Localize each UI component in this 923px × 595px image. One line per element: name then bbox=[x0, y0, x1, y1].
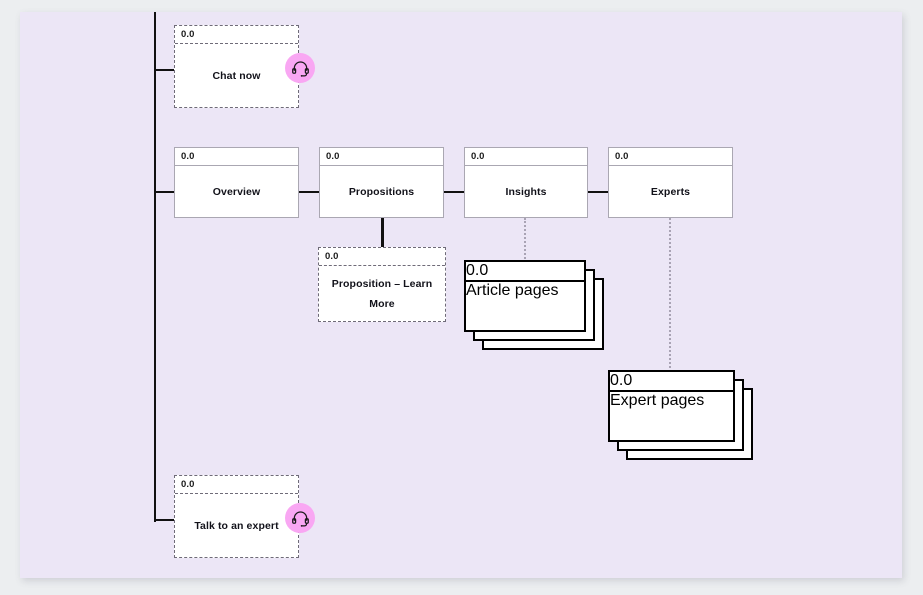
connector-propositions-to-learn-more bbox=[381, 217, 384, 247]
node-chat-now-title: Chat now bbox=[212, 69, 261, 82]
connector-propositions-to-insights bbox=[444, 191, 464, 193]
connector-trunk-vertical bbox=[154, 12, 156, 522]
node-overview-title: Overview bbox=[212, 185, 261, 198]
node-article-pages-title: Article pages bbox=[466, 282, 559, 299]
headset-icon bbox=[285, 53, 315, 83]
connector-experts-to-expert-pages bbox=[669, 218, 671, 372]
node-overview[interactable]: 0.0 Overview bbox=[174, 147, 299, 218]
node-article-pages[interactable]: 0.0 Article pages bbox=[464, 260, 604, 350]
node-propositions-header: 0.0 bbox=[320, 148, 443, 166]
node-overview-header: 0.0 bbox=[175, 148, 298, 166]
node-expert-pages[interactable]: 0.0 Expert pages bbox=[608, 370, 753, 465]
node-expert-pages-header: 0.0 bbox=[610, 372, 733, 392]
headset-icon bbox=[285, 503, 315, 533]
node-article-pages-header: 0.0 bbox=[466, 262, 584, 282]
node-propositions-title: Propositions bbox=[348, 185, 415, 198]
node-proposition-learn-more[interactable]: 0.0 Proposition – Learn More bbox=[318, 247, 446, 322]
node-chat-now-header: 0.0 bbox=[175, 26, 298, 44]
node-experts[interactable]: 0.0 Experts bbox=[608, 147, 733, 218]
node-talk-to-an-expert-header: 0.0 bbox=[175, 476, 298, 494]
node-propositions[interactable]: 0.0 Propositions bbox=[319, 147, 444, 218]
node-proposition-learn-more-title-line2: More bbox=[369, 297, 395, 310]
node-talk-to-an-expert-title: Talk to an expert bbox=[194, 519, 279, 532]
node-chat-now[interactable]: 0.0 Chat now bbox=[174, 25, 315, 108]
node-proposition-learn-more-header: 0.0 bbox=[319, 248, 445, 266]
node-insights-header: 0.0 bbox=[465, 148, 587, 166]
node-experts-title: Experts bbox=[650, 185, 691, 198]
connector-trunk-to-chat-now bbox=[154, 69, 174, 71]
connector-insights-to-article-pages bbox=[524, 218, 526, 262]
node-talk-to-an-expert[interactable]: 0.0 Talk to an expert bbox=[174, 475, 315, 558]
connector-trunk-to-overview bbox=[154, 191, 174, 193]
article-pages-sheet-front: 0.0 Article pages bbox=[464, 260, 586, 332]
node-insights-title: Insights bbox=[505, 185, 547, 198]
node-experts-header: 0.0 bbox=[609, 148, 732, 166]
node-expert-pages-title: Expert pages bbox=[610, 392, 705, 409]
node-proposition-learn-more-title-line1: Proposition – Learn bbox=[331, 277, 433, 290]
connector-trunk-to-talk-to-an-expert bbox=[154, 519, 174, 521]
connector-insights-to-experts bbox=[588, 191, 608, 193]
expert-pages-sheet-front: 0.0 Expert pages bbox=[608, 370, 735, 442]
node-insights[interactable]: 0.0 Insights bbox=[464, 147, 588, 218]
connector-overview-to-propositions bbox=[299, 191, 319, 193]
diagram-canvas: 0.0 Chat now 0.0 Overview 0.0 Propositio… bbox=[20, 12, 902, 578]
